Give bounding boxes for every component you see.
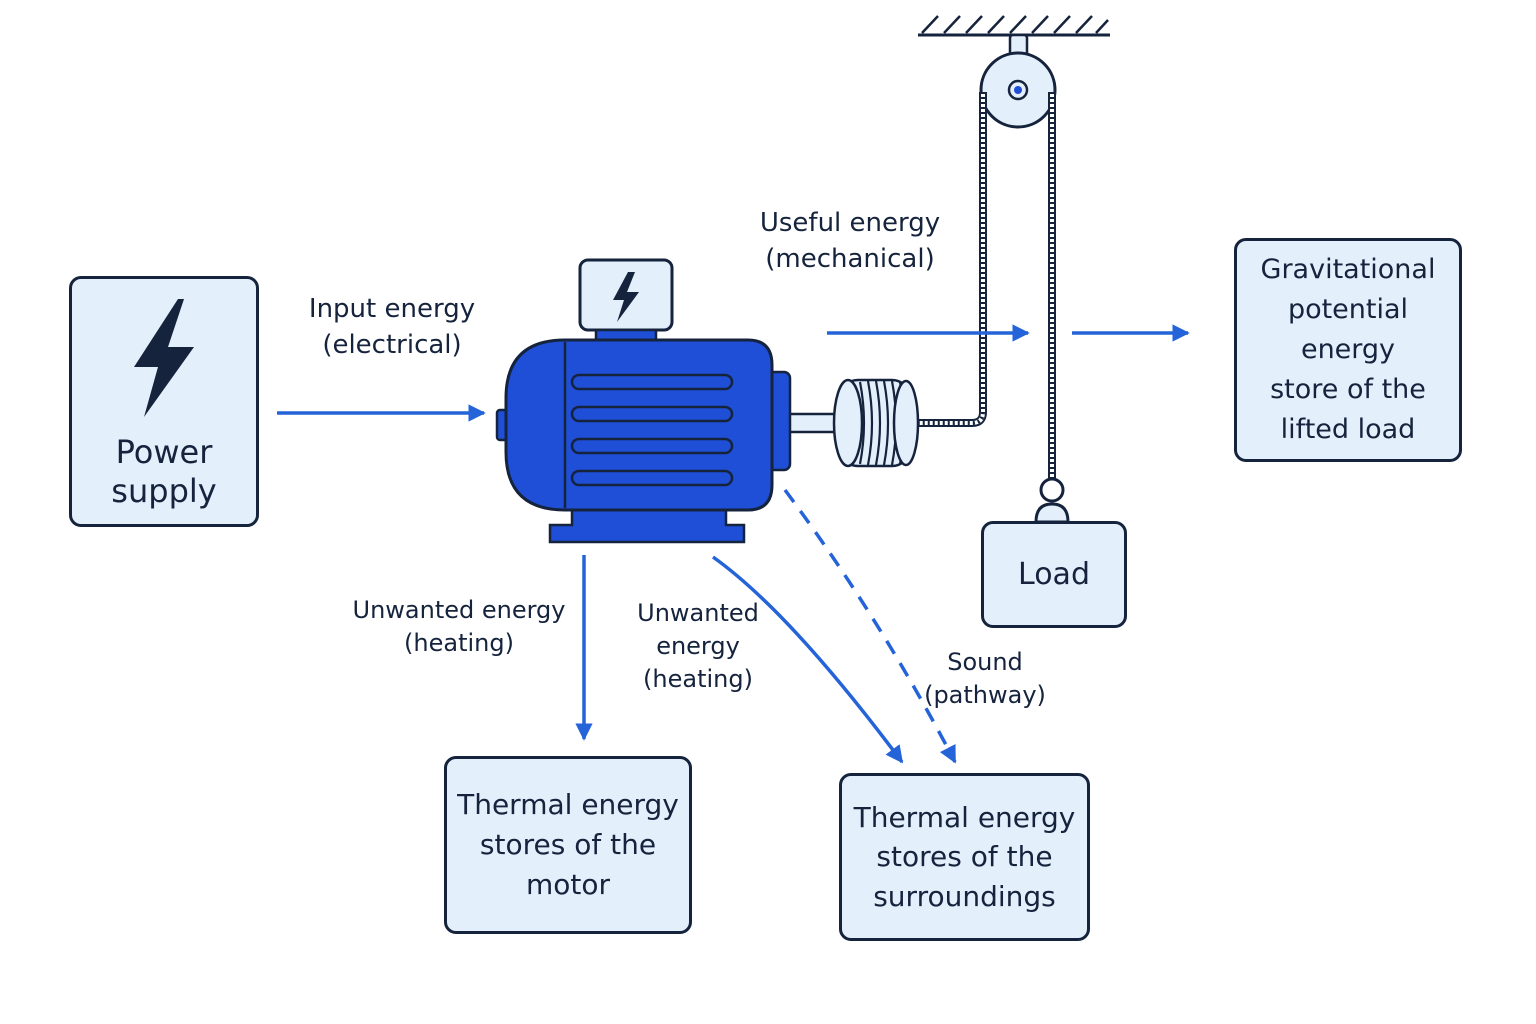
lightning-bolt-icon bbox=[613, 272, 639, 322]
power-supply-label: Power supply bbox=[111, 433, 217, 511]
gravitational-store-box: Gravitational potential energy store of … bbox=[1234, 238, 1462, 462]
load-hook bbox=[1034, 477, 1070, 524]
arrows bbox=[277, 324, 1190, 764]
lightning-bolt-icon bbox=[134, 299, 194, 417]
thermal-motor-label: Thermal energy stores of the motor bbox=[457, 788, 679, 901]
heating-surroundings-arrow bbox=[711, 555, 904, 764]
useful-energy-label: Useful energy (mechanical) bbox=[759, 208, 941, 275]
load-box: Load bbox=[981, 521, 1127, 628]
hatched-ceiling-icon bbox=[918, 15, 1110, 37]
sound-pathway-label: Sound (pathway) bbox=[924, 648, 1046, 709]
rope bbox=[918, 92, 1056, 480]
input-energy-label: Input energy (electrical) bbox=[308, 294, 476, 361]
unwanted-heating-surroundings-label: Unwanted energy (heating) bbox=[637, 599, 759, 694]
drum-spool-icon bbox=[832, 378, 920, 468]
gravitational-store-label: Gravitational potential energy store of … bbox=[1260, 254, 1436, 445]
unwanted-heating-motor-label: Unwanted energy (heating) bbox=[352, 596, 566, 657]
load-label: Load bbox=[1018, 556, 1090, 592]
thermal-surroundings-label: Thermal energy stores of the surrounding… bbox=[853, 801, 1076, 913]
sound-arrow bbox=[783, 488, 957, 764]
thermal-motor-box: Thermal energy stores of the motor bbox=[444, 756, 692, 934]
power-supply-box: Power supply bbox=[69, 276, 259, 527]
thermal-surroundings-box: Thermal energy stores of the surrounding… bbox=[839, 773, 1090, 941]
electric-motor-icon bbox=[495, 258, 846, 544]
pulley-icon bbox=[979, 33, 1057, 129]
